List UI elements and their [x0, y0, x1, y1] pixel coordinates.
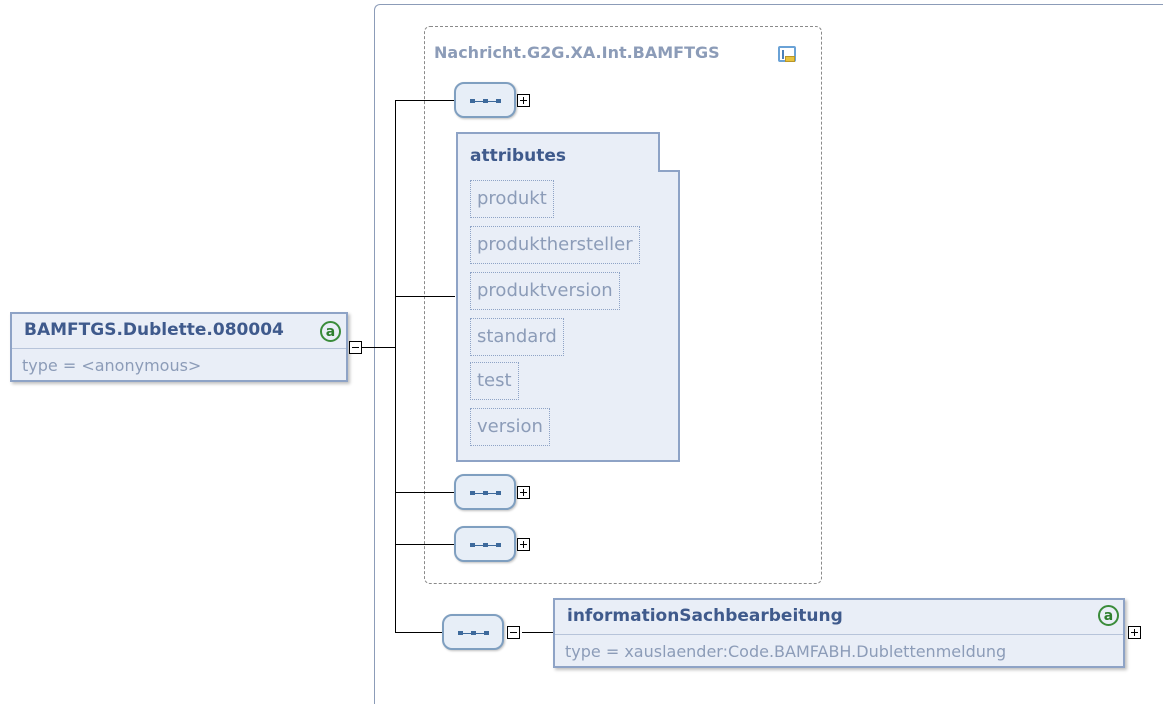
- attributes-box: [456, 132, 680, 462]
- attribute-badge-icon: a: [1098, 605, 1119, 626]
- attributes-title: attributes: [470, 146, 566, 166]
- attribute-item[interactable]: standard: [470, 318, 564, 356]
- minus-icon: [352, 347, 359, 348]
- sequence-node-4[interactable]: [442, 614, 504, 650]
- group-title[interactable]: Nachricht.G2G.XA.Int.BAMFTGS: [434, 43, 720, 62]
- sequence-node-2[interactable]: [454, 474, 516, 510]
- attribute-item[interactable]: produkthersteller: [470, 226, 640, 264]
- connector-line: [395, 100, 455, 101]
- connector-line: [395, 296, 455, 297]
- attribute-item[interactable]: produkt: [470, 180, 554, 218]
- expand-sequence-2-button[interactable]: [517, 486, 530, 499]
- group-reference-icon: [778, 46, 796, 62]
- child-element-header: [555, 600, 1123, 635]
- expand-sequence-3-button[interactable]: [517, 538, 530, 551]
- attribute-item[interactable]: version: [470, 408, 550, 446]
- child-element-box[interactable]: informationSachbearbeitung a type = xaus…: [553, 598, 1125, 668]
- root-element-header: [12, 314, 346, 349]
- sequence-icon: [470, 543, 502, 547]
- sequence-icon: [458, 631, 490, 635]
- expand-child-element-button[interactable]: [1128, 626, 1141, 639]
- root-element-type: type = <anonymous>: [22, 356, 202, 375]
- connector-line: [395, 544, 455, 545]
- content-frame: [374, 4, 1163, 704]
- sequence-icon: [470, 491, 502, 495]
- connector-line: [362, 347, 396, 348]
- attribute-badge-icon: a: [320, 321, 341, 342]
- collapse-root-button[interactable]: [349, 341, 362, 354]
- expand-sequence-1-button[interactable]: [517, 94, 530, 107]
- minus-icon: [510, 632, 517, 633]
- sequence-icon: [470, 99, 502, 103]
- collapse-sequence-4-button[interactable]: [507, 626, 520, 639]
- child-element-name: informationSachbearbeitung: [567, 606, 843, 626]
- child-element-type: type = xauslaender:Code.BAMFABH.Dublette…: [565, 642, 1007, 661]
- connector-line: [522, 632, 554, 633]
- connector-trunk: [395, 100, 396, 632]
- group-container: [424, 26, 822, 584]
- root-element-box[interactable]: BAMFTGS.Dublette.080004 a type = <anonym…: [10, 312, 348, 382]
- sequence-node-1[interactable]: [454, 82, 516, 118]
- root-element-name: BAMFTGS.Dublette.080004: [24, 320, 284, 340]
- attributes-notch: [658, 132, 680, 172]
- attribute-item[interactable]: produktversion: [470, 272, 620, 310]
- sequence-node-3[interactable]: [454, 526, 516, 562]
- connector-line: [395, 632, 443, 633]
- connector-line: [395, 492, 455, 493]
- attribute-item[interactable]: test: [470, 362, 519, 400]
